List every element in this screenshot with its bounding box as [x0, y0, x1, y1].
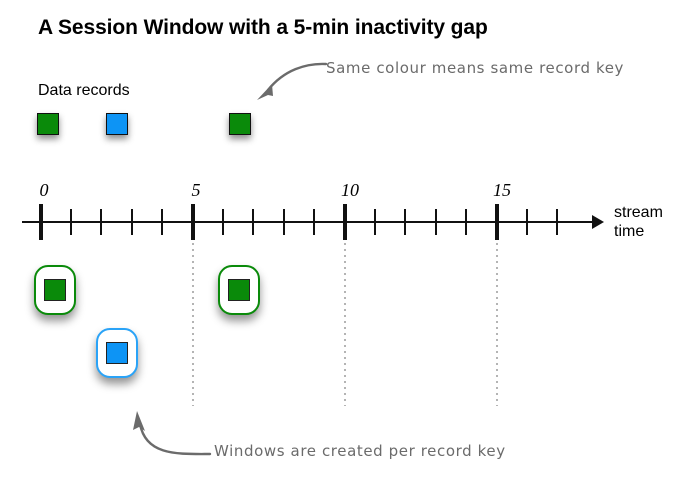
- axis-tick-minor: [556, 209, 558, 235]
- data-records-label: Data records: [38, 82, 130, 99]
- axis-tick-major-10: [343, 204, 347, 240]
- data-record-green-1: [37, 113, 59, 135]
- data-record-blue-1: [106, 113, 128, 135]
- annotation-same-colour: Same colour means same record key: [326, 59, 625, 77]
- axis-tick-minor: [374, 209, 376, 235]
- guide-line-10: [344, 243, 346, 406]
- axis-tick-major-5: [191, 204, 195, 240]
- page-title: A Session Window with a 5-min inactivity…: [38, 16, 488, 39]
- session-window-blue-1: [96, 328, 138, 378]
- annotation-arrow-top-icon: [257, 62, 328, 100]
- session-window-record-square: [106, 342, 128, 364]
- axis-tick-minor: [131, 209, 133, 235]
- data-record-green-2: [229, 113, 251, 135]
- axis-tick-minor: [283, 209, 285, 235]
- axis-tick-minor: [252, 209, 254, 235]
- axis-tick-label-0: 0: [39, 180, 49, 200]
- session-window-green-1: [34, 265, 76, 315]
- axis-tick-minor: [161, 209, 163, 235]
- axis-tick-minor: [435, 209, 437, 235]
- guide-line-5: [192, 243, 194, 406]
- axis-tick-minor: [100, 209, 102, 235]
- axis-tick-minor: [313, 209, 315, 235]
- annotation-windows-per-key: Windows are created per record key: [214, 442, 506, 460]
- axis-tick-major-15: [495, 204, 499, 240]
- axis-tick-minor: [222, 209, 224, 235]
- session-window-green-2: [218, 265, 260, 315]
- axis-tick-minor: [404, 209, 406, 235]
- axis-caption-line1: stream: [614, 204, 663, 221]
- axis-tick-minor: [70, 209, 72, 235]
- axis-caption: stream time: [614, 203, 663, 241]
- axis-tick-label-10: 10: [341, 180, 359, 200]
- axis-tick-label-15: 15: [493, 180, 511, 200]
- axis-tick-minor: [526, 209, 528, 235]
- axis-tick-minor: [465, 209, 467, 235]
- axis-caption-line2: time: [614, 223, 645, 240]
- session-window-record-square: [228, 279, 250, 301]
- timeline-arrow-icon: [592, 215, 604, 229]
- annotation-arrow-bottom-icon: [133, 411, 212, 456]
- axis-tick-major-0: [39, 204, 43, 240]
- guide-line-15: [496, 243, 498, 406]
- session-window-record-square: [44, 279, 66, 301]
- axis-tick-label-5: 5: [191, 180, 201, 200]
- timeline-axis: [22, 221, 595, 223]
